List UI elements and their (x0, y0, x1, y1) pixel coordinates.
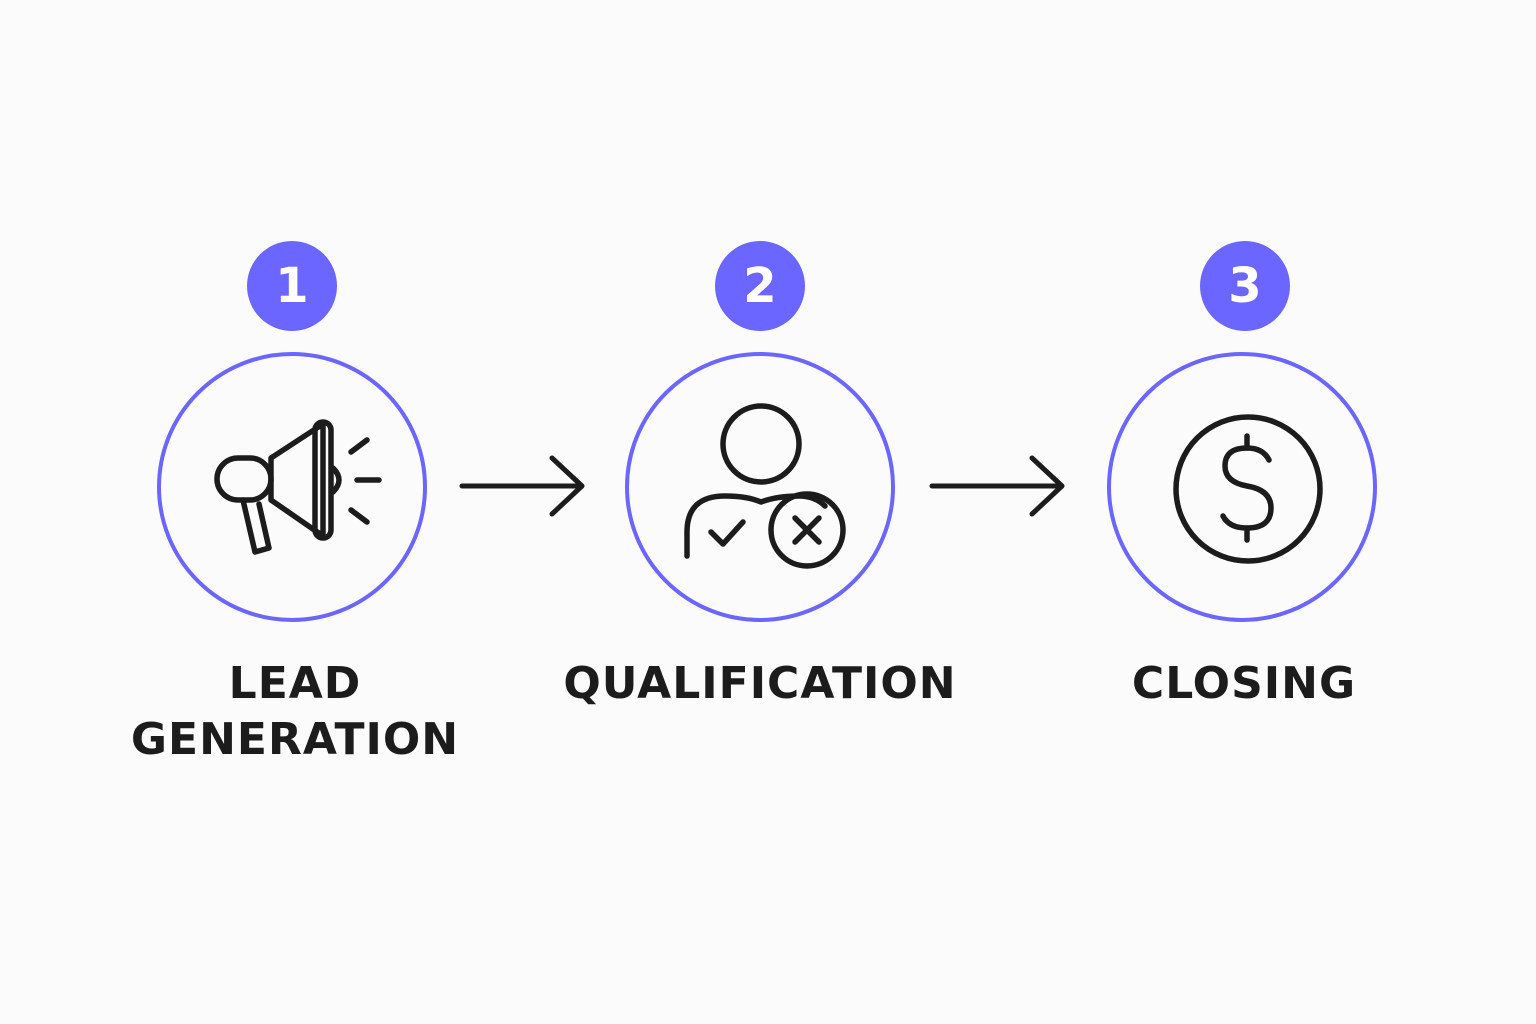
person-check-cross-icon (684, 403, 846, 569)
dollar-coin-icon (1173, 414, 1323, 564)
step-2-number-badge: 2 (715, 241, 805, 331)
step-2-label: QUALIFICATION (560, 656, 960, 712)
arrow-right-icon (929, 455, 1065, 517)
step-3-number-badge: 3 (1200, 241, 1290, 331)
step-1-number-badge: 1 (247, 241, 337, 331)
step-1-label-line-1: LEAD (228, 658, 362, 709)
step-2-circle (625, 352, 895, 622)
step-1-circle (157, 352, 427, 622)
arrow-right-icon (459, 455, 585, 517)
step-3-label: CLOSING (1044, 656, 1444, 712)
step-1-label-line-2: GENERATION (130, 714, 460, 765)
megaphone-icon (214, 419, 382, 555)
step-2-label-line-1: QUALIFICATION (563, 658, 957, 709)
step-3-circle (1107, 352, 1377, 622)
step-3-label-line-1: CLOSING (1131, 658, 1357, 709)
step-1-label: LEAD GENERATION (95, 656, 495, 768)
